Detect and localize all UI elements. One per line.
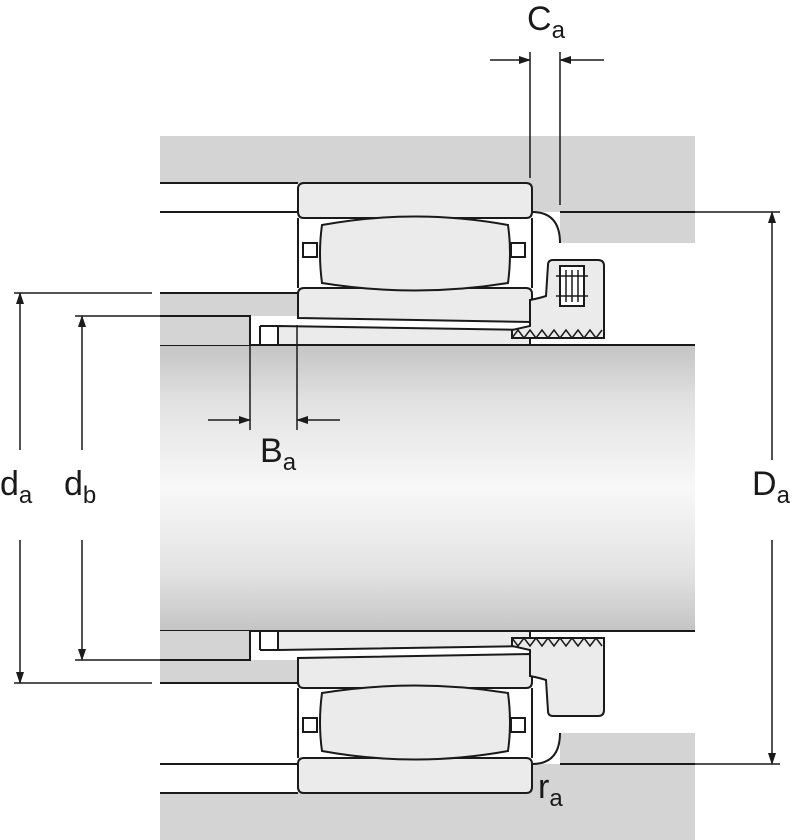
dimension-lines <box>14 52 780 765</box>
label-ra: ra <box>538 768 563 812</box>
roller-upper <box>319 215 511 292</box>
housing-lower <box>160 733 695 840</box>
label-Da: Da <box>752 465 791 509</box>
outer-ring-upper <box>297 182 533 219</box>
cage-lower-left <box>302 717 318 733</box>
inner-ring-lower <box>297 652 533 689</box>
inner-ring-upper <box>297 287 533 324</box>
housing-upper <box>160 136 695 243</box>
label-Ca: Ca <box>527 0 566 44</box>
cage-upper-left <box>302 242 318 258</box>
housing <box>160 136 695 840</box>
cage-lower-right <box>510 717 526 733</box>
outer-ring-lower <box>297 757 533 794</box>
adapter-sleeve <box>259 324 531 652</box>
bearing-upper <box>297 182 533 324</box>
label-Ba: Ba <box>260 432 297 476</box>
lock-nut-upper <box>511 259 605 340</box>
fillet-lower <box>531 732 561 765</box>
shaft <box>160 344 695 632</box>
shaft-body <box>160 345 695 631</box>
lock-nut-lower <box>511 636 605 717</box>
label-db: db <box>64 465 96 509</box>
nut-thread-lower <box>511 636 603 648</box>
bearing-lower <box>297 652 533 794</box>
cage-upper-right <box>510 242 526 258</box>
nut-thread-upper <box>511 328 603 340</box>
label-da: da <box>0 465 33 509</box>
roller-lower <box>319 684 511 761</box>
fillet-upper <box>531 211 561 244</box>
